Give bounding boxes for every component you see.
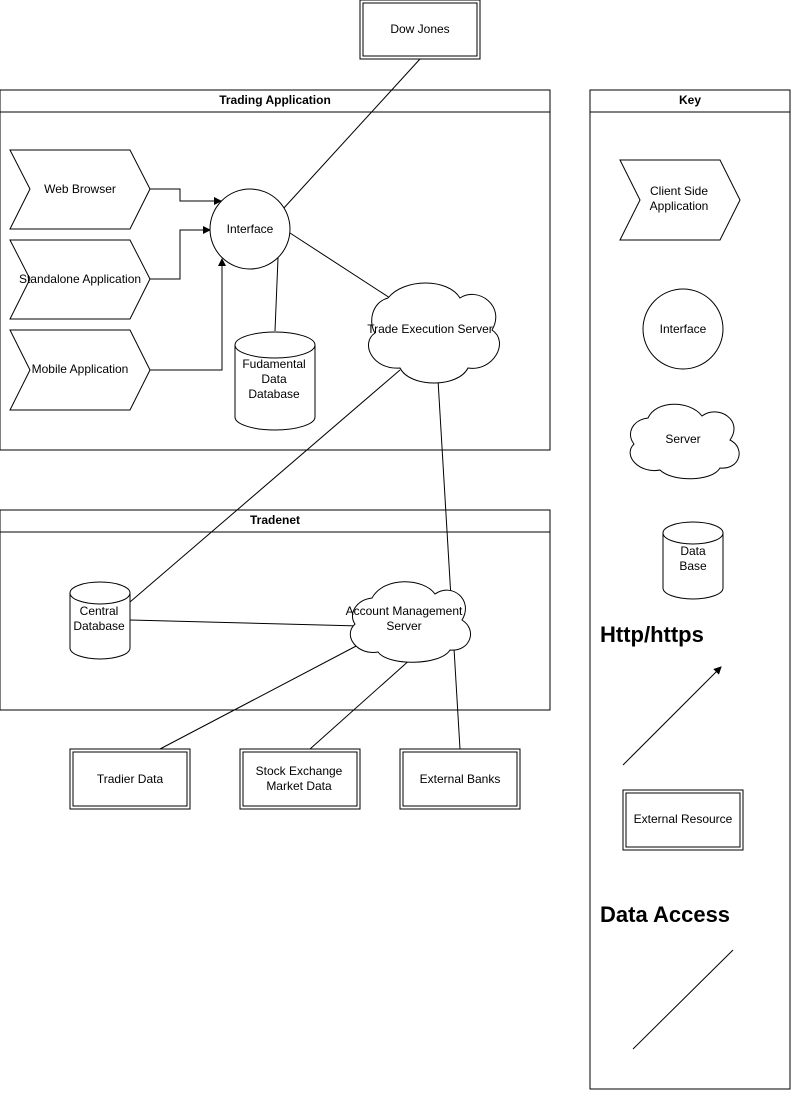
tradenet-title: Tradenet [250, 513, 300, 527]
key-data-access-legend: Data Access [600, 902, 734, 1050]
trading-application-title: Trading Application [219, 93, 331, 107]
standalone-arrow [150, 226, 211, 280]
interface-trade-link [289, 232, 391, 299]
interface-db-link [274, 257, 279, 332]
key-database: Data Base [662, 521, 724, 600]
central-db-label-2: Database [73, 619, 125, 633]
trade-banks-link [437, 379, 461, 750]
account-server-label-1: Account Management [346, 604, 463, 618]
web-browser-label: Web Browser [44, 182, 116, 196]
mobile-application-label: Mobile Application [32, 362, 129, 376]
central-account-link [129, 619, 361, 627]
stock-exchange-label-2: Market Data [266, 779, 332, 793]
fundamental-db-label-3: Database [248, 387, 300, 401]
connections [129, 58, 461, 750]
trade-execution-server-node: Trade Execution Server [367, 282, 500, 384]
fundamental-db-label-1: Fudamental [242, 357, 305, 371]
stock-exchange-label-1: Stock Exchange [256, 764, 343, 778]
key-interface-label: Interface [660, 322, 707, 336]
key-client-side-application: Client Side Application [619, 159, 741, 241]
tradier-data-label: Tradier Data [97, 772, 164, 786]
key-http-label: Http/https [600, 622, 704, 647]
account-server-label-2: Server [386, 619, 421, 633]
key-data-access-label: Data Access [600, 902, 730, 927]
key-server-label: Server [665, 432, 700, 446]
fundamental-data-database-node: Fudamental Data Database [234, 331, 316, 431]
key-client-label-2: Application [650, 199, 709, 213]
central-db-label-1: Central [80, 604, 119, 618]
key-database-label-1: Data [680, 544, 706, 558]
key-external-resource-label: External Resource [634, 812, 733, 826]
trade-central-link [129, 369, 401, 603]
key-data-access-line [632, 949, 734, 1050]
standalone-application-label: Standalone Application [19, 272, 141, 286]
key-server: Server [629, 403, 740, 480]
interface-label: Interface [227, 222, 274, 236]
dow-jones-interface-link [282, 58, 421, 210]
account-exchange-link [309, 657, 413, 750]
external-banks-label: External Banks [420, 772, 501, 786]
key-http-legend: Http/https [600, 622, 722, 766]
trade-execution-server-label: Trade Execution Server [367, 322, 493, 336]
central-database-node: Central Database [69, 581, 131, 660]
key-external-resource: External Resource [622, 789, 744, 851]
key-interface: Interface [642, 288, 724, 370]
web-browser-node: Web Browser [9, 149, 151, 230]
key-client-label-1: Client Side [650, 184, 708, 198]
tradier-data-resource: Tradier Data [69, 748, 191, 810]
account-tradier-link [159, 643, 361, 750]
key-http-arrow [622, 666, 722, 766]
mobile-application-node: Mobile Application [9, 329, 151, 411]
key-database-label-2: Base [679, 559, 707, 573]
fundamental-db-label-2: Data [261, 372, 287, 386]
external-banks-resource: External Banks [399, 748, 521, 810]
dow-jones-label: Dow Jones [390, 22, 449, 36]
dow-jones-resource: Dow Jones [359, 0, 481, 60]
standalone-application-node: Standalone Application [9, 239, 151, 320]
interface-node: Interface [209, 188, 291, 270]
stock-exchange-resource: Stock Exchange Market Data [239, 748, 361, 810]
mobile-arrow [150, 258, 226, 371]
account-management-server-node: Account Management Server [346, 581, 472, 663]
web-browser-arrow [150, 188, 222, 205]
key-title: Key [679, 93, 701, 107]
